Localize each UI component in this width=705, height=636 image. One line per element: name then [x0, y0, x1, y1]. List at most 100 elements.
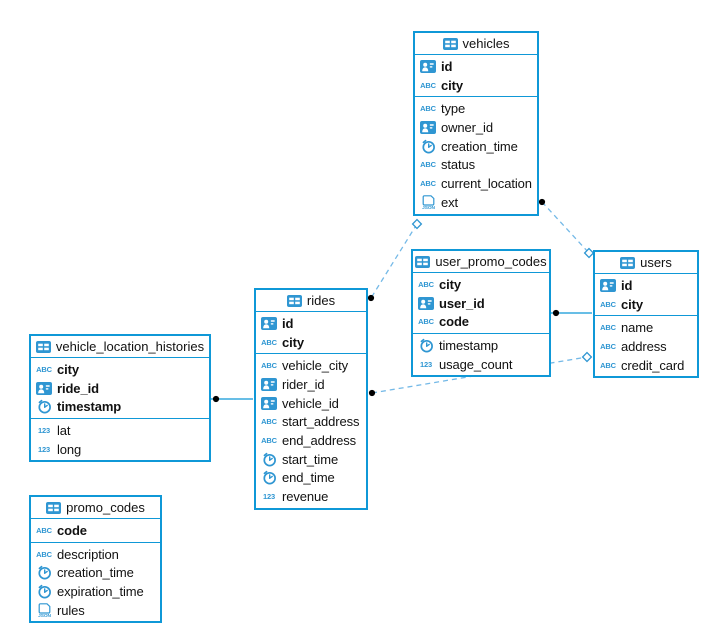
uuid-badge-icon [420, 59, 436, 73]
clock-icon [420, 139, 436, 154]
column-name: usage_count [439, 356, 513, 372]
column-name: id [621, 277, 633, 293]
abc-text-icon: ABC [420, 160, 436, 170]
column-name: owner_id [441, 119, 493, 135]
uuid-badge-icon [261, 396, 277, 410]
column-name: ext [441, 194, 459, 210]
table-header[interactable]: users [595, 252, 697, 274]
numeric-123-icon: 123 [263, 492, 275, 502]
table-header[interactable]: promo_codes [31, 497, 160, 519]
column-row-start_time[interactable]: start_time [256, 450, 366, 469]
column-row-creation_time[interactable]: creation_time [31, 563, 160, 582]
uuid-badge-icon [418, 296, 434, 310]
column-row-end_time[interactable]: end_time [256, 469, 366, 488]
json-icon: JSON [36, 602, 52, 618]
abc-text-icon: ABC [600, 299, 616, 309]
abc-text-icon: ABC [36, 549, 52, 559]
column-row-timestamp[interactable]: timestamp [31, 397, 209, 416]
column-row-rider_id[interactable]: rider_id [256, 375, 366, 394]
table-title: vehicle_location_histories [55, 339, 205, 354]
column-row-vehicle_id[interactable]: vehicle_id [256, 394, 366, 413]
edge-diamond-marker [411, 218, 423, 230]
clock-icon [261, 470, 277, 485]
primary-key-section: ABC code [31, 519, 160, 542]
relation-vehicles-to-users [541, 201, 590, 254]
clock-icon [36, 565, 52, 580]
column-name: code [57, 522, 87, 538]
column-name: ride_id [57, 380, 99, 396]
column-name: end_time [282, 470, 335, 486]
table-title: rides [306, 293, 336, 308]
abc-text-icon: ABC [261, 417, 277, 427]
column-row-id[interactable]: id [256, 314, 366, 333]
table-header[interactable]: vehicle_location_histories [31, 336, 209, 358]
table-header[interactable]: vehicles [415, 33, 537, 55]
svg-text:JSON: JSON [422, 205, 435, 210]
edge-dot-marker [552, 309, 560, 317]
column-row-timestamp[interactable]: timestamp [413, 336, 549, 355]
column-name: timestamp [57, 399, 122, 415]
column-row-code[interactable]: ABC code [31, 521, 160, 540]
table-icon [415, 255, 431, 268]
table-header[interactable]: rides [256, 290, 366, 312]
column-name: expiration_time [57, 583, 144, 599]
column-row-ext[interactable]: JSON ext [415, 193, 537, 212]
table-header[interactable]: user_promo_codes [413, 251, 549, 273]
column-name: revenue [282, 489, 329, 505]
column-row-owner_id[interactable]: owner_id [415, 118, 537, 137]
column-name: current_location [441, 175, 532, 191]
column-row-id[interactable]: id [415, 57, 537, 76]
clock-icon [36, 399, 52, 414]
clock-icon [36, 584, 52, 599]
table-title: promo_codes [66, 500, 145, 515]
table-icon [442, 37, 458, 50]
table-title: user_promo_codes [435, 254, 547, 269]
column-name: vehicle_id [282, 395, 339, 411]
column-row-creation_time[interactable]: creation_time [415, 137, 537, 156]
column-row-expiration_time[interactable]: expiration_time [31, 582, 160, 601]
column-name: city [282, 334, 305, 350]
column-name: rider_id [282, 376, 325, 392]
column-row-id[interactable]: id [595, 276, 697, 295]
column-row-revenue[interactable]: 123 revenue [256, 487, 366, 506]
column-name: id [282, 315, 294, 331]
column-row-user_id[interactable]: user_id [413, 294, 549, 313]
table-icon [620, 256, 636, 269]
abc-text-icon: ABC [36, 525, 52, 535]
column-row-ride_id[interactable]: ride_id [31, 379, 209, 398]
